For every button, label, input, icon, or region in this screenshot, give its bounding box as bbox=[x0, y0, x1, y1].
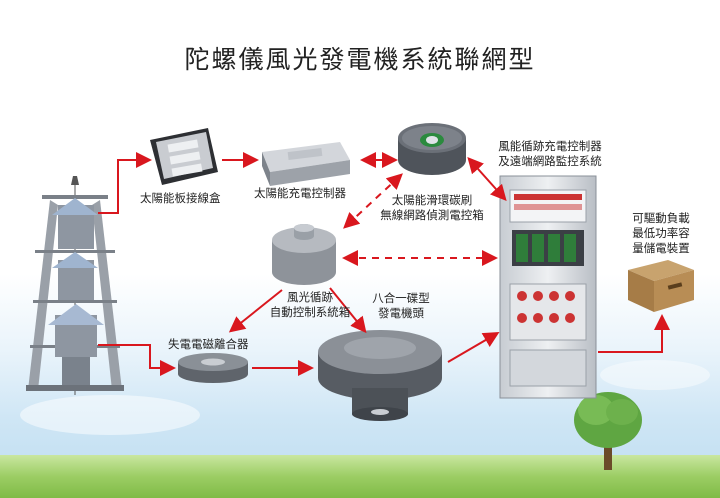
generator-label-line2: 發電機頭 bbox=[378, 306, 424, 320]
brake-icon bbox=[178, 353, 248, 383]
slip-ring-label: 太陽能滑環碳刷 無線網路偵測電控箱 bbox=[372, 193, 492, 223]
slip-ring-label-line2: 無線網路偵測電控箱 bbox=[380, 208, 484, 222]
solar-controller-label: 太陽能充電控制器 bbox=[254, 186, 346, 200]
slip-ring-label-line1: 太陽能滑環碳刷 bbox=[391, 193, 473, 207]
generator-icon bbox=[318, 330, 442, 421]
load-label-line3: 量儲電裝置 bbox=[632, 241, 690, 255]
cloud-decoration bbox=[600, 360, 710, 390]
junction-box-label: 太陽能板接線盒 bbox=[140, 191, 221, 205]
auto-control-label: 風光循跡 自動控制系統箱 bbox=[262, 290, 358, 320]
auto-control-label-line2: 自動控制系統箱 bbox=[269, 305, 351, 319]
junction-box-icon bbox=[150, 128, 218, 185]
auto-control-label-line1: 風光循跡 bbox=[287, 290, 333, 304]
load-label: 可驅動負載 最低功率容 量儲電裝置 bbox=[618, 211, 704, 256]
storage-box-icon bbox=[628, 260, 694, 312]
page-title: 陀螺儀風光發電機系統聯網型 bbox=[184, 45, 536, 74]
slip-ring-icon bbox=[398, 123, 466, 175]
generator-label: 八合一碟型 發電機頭 bbox=[356, 291, 446, 321]
solar-controller-icon bbox=[262, 142, 350, 186]
auto-control-box-icon bbox=[272, 224, 336, 285]
generator-label-line1: 八合一碟型 bbox=[372, 291, 430, 305]
wind-solar-label-line2: 及遠端網路監控系統 bbox=[498, 154, 602, 168]
flow-arrows bbox=[98, 152, 670, 376]
grass-ground bbox=[0, 455, 720, 498]
load-label-line1: 可驅動負載 bbox=[632, 211, 690, 225]
wind-solar-controller-label: 風能循跡充電控制器 及遠端網路監控系統 bbox=[486, 139, 614, 169]
load-label-line2: 最低功率容 bbox=[632, 226, 690, 240]
cloud-decoration bbox=[20, 395, 200, 435]
brake-label: 失電電磁離合器 bbox=[168, 337, 249, 351]
tree-decoration bbox=[574, 392, 642, 470]
wind-solar-label-line1: 風能循跡充電控制器 bbox=[498, 139, 602, 153]
control-cabinet-icon bbox=[499, 175, 597, 399]
gyro-wind-tower bbox=[26, 176, 124, 395]
